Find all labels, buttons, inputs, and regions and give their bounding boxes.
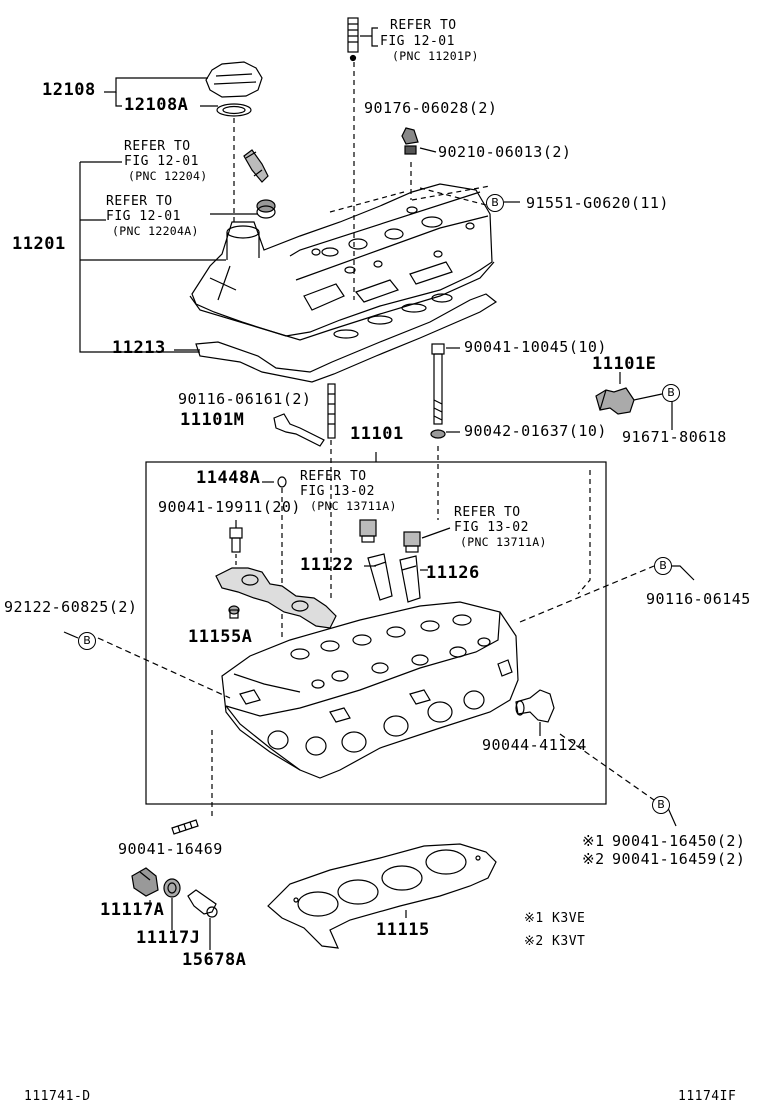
part-90041-10045: 90041-10045(10) [464,338,607,356]
valve-guide-2 [399,555,421,603]
note-k3ve: ※1 K3VE [524,911,586,926]
part-90041-16459: 90041-16459(2) [612,850,746,868]
part-11213: 11213 [112,338,166,358]
marker-b-91671: B [662,384,680,402]
part-90041-16469: 90041-16469 [118,840,223,858]
stud [327,383,336,439]
refer-13711A-b-line1: REFER TO [454,505,521,520]
refer-11201P-line1: REFER TO [390,18,457,33]
gasket-11117J [163,878,181,898]
head-cover-gasket [195,293,498,383]
bushing-11155A [228,605,240,619]
part-11448A: 11448A [196,468,261,488]
refer-12204-line3: (PNC 12204) [128,169,208,183]
note-k3vt: ※2 K3VT [524,934,586,949]
water-outlet [515,689,555,723]
plug-bolt [273,413,325,447]
part-11101M: 11101M [180,410,245,430]
refer-13711A-a-line2: FIG 13-02 [300,484,375,499]
part-90176-06028: 90176-06028(2) [364,99,498,117]
part-15678A: 15678A [182,950,247,970]
refer-13711A-b-line3: (PNC 13711A) [460,535,547,549]
part-11126: 11126 [426,563,480,583]
marker-b-92122: B [78,632,96,650]
part-90042-01637: 90042-01637(10) [464,422,607,440]
plug-11448A [277,476,287,488]
part-90041-16450: 90041-16450(2) [612,832,746,850]
marker-b-91551: B [486,194,504,212]
footer-code-left: 111741-D [24,1089,91,1104]
refer-12204-line1: REFER TO [124,139,191,154]
cylinder-head-cover [189,183,495,341]
refer-12204A-line2: FIG 12-01 [106,209,181,224]
part-91551-G0620: 91551-G0620(11) [526,194,669,212]
part-90116-06161: 90116-06161(2) [178,390,312,408]
part-91671-80618: 91671-80618 [622,428,727,446]
temp-sensor [595,387,635,415]
mark-1: ※1 [582,832,605,850]
cylinder-head [221,601,519,779]
refer-11201P-line3: (PNC 11201P) [392,49,479,63]
cylinder-head-gasket [267,843,497,949]
valve-guide [367,553,393,601]
bolt-15678A [187,889,218,918]
footer-code-right: 11174IF [678,1089,737,1104]
marker-b-90041-16450: B [652,796,670,814]
part-90116-06145: 90116-06145 [646,590,751,608]
valve-stem-seal-2 [403,531,421,553]
part-12108A: 12108A [124,95,189,115]
mark-2: ※2 [582,850,605,868]
cam-bearing-bolt [229,527,243,553]
refer-12204-line2: FIG 12-01 [124,154,199,169]
part-90041-19911: 90041-19911(20) [158,498,301,516]
pcv-valve [243,149,269,183]
grommet [256,199,276,219]
part-90044-41124: 90044-41124 [482,736,587,754]
stud-90041-16469 [171,819,199,835]
stud-bolt-top [347,17,359,62]
camshaft-bearing-cap [215,567,337,629]
part-11155A: 11155A [188,627,253,647]
marker-b-90116-06145: B [654,557,672,575]
cap-nut [401,127,419,155]
part-12108: 12108 [42,80,96,100]
valve-stem-seal [359,519,377,543]
refer-12204A-line3: (PNC 12204A) [112,224,199,238]
part-11115: 11115 [376,920,430,940]
part-92122-60825: 92122-60825(2) [4,598,138,616]
part-90210-06013: 90210-06013(2) [438,143,572,161]
oil-filler-cap [205,61,263,117]
plug-11117A [131,867,159,897]
part-11122: 11122 [300,555,354,575]
part-11201: 11201 [12,234,66,254]
refer-11201P-line2: FIG 12-01 [380,34,455,49]
part-11101: 11101 [350,424,404,444]
part-11117A: 11117A [100,900,165,920]
refer-12204A-line1: REFER TO [106,194,173,209]
head-bolt [430,343,446,439]
refer-13711A-a-line1: REFER TO [300,469,367,484]
part-11101E: 11101E [592,354,657,374]
part-11117J: 11117J [136,928,201,948]
refer-13711A-a-line3: (PNC 13711A) [310,499,397,513]
refer-13711A-b-line2: FIG 13-02 [454,520,529,535]
